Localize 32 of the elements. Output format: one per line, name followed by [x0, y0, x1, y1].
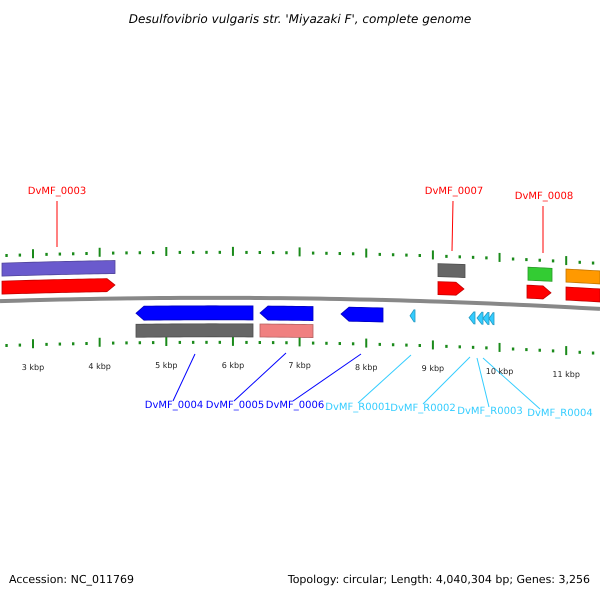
leader-line [358, 354, 412, 404]
gene-label: DvMF_0003 [28, 186, 86, 198]
gene-label: DvMF_0004 [144, 400, 204, 412]
tick-label: 6 kbp [222, 360, 244, 372]
gene-label: DvMF_0005 [206, 400, 264, 412]
leader-line [476, 358, 490, 408]
gene-label: DvMF_R0004 [527, 408, 593, 420]
leader-line [452, 200, 454, 252]
leader-line [234, 352, 286, 402]
gene-label: DvMF_R0002 [390, 403, 456, 415]
gene-label: DvMF_0007 [424, 186, 484, 198]
tick-label: 4 kbp [88, 360, 111, 373]
leader-line [172, 354, 196, 402]
tick-label: 3 kbp [22, 362, 44, 374]
tick-label: 9 kbp [422, 363, 444, 376]
tick-label: 5 kbp [155, 360, 178, 372]
tick-label: 7 kbp [288, 360, 311, 372]
leader-line [482, 358, 540, 410]
gene-label: DvMF_0006 [266, 400, 324, 412]
leader-line [542, 206, 544, 254]
tick-label: 11 kbp [552, 369, 580, 382]
leader-line [422, 356, 470, 404]
gene-label: DvMF_R0001 [325, 402, 391, 414]
summary-text: Topology: circular; Length: 4,040,304 bp; Genes: 3,256 [288, 574, 590, 586]
gene-label: DvMF_0008 [514, 191, 574, 203]
title: Desulfovibrio vulgaris str. 'Miyazaki F', complete genome [128, 12, 472, 26]
accession-text: Accession: NC_011769 [9, 574, 134, 586]
leader-line [292, 354, 362, 402]
gene-label: DvMF_R0003 [457, 406, 523, 418]
tick-label: 8 kbp [355, 362, 378, 374]
tick-label: 10 kbp [486, 366, 514, 378]
leader-line [56, 200, 58, 248]
